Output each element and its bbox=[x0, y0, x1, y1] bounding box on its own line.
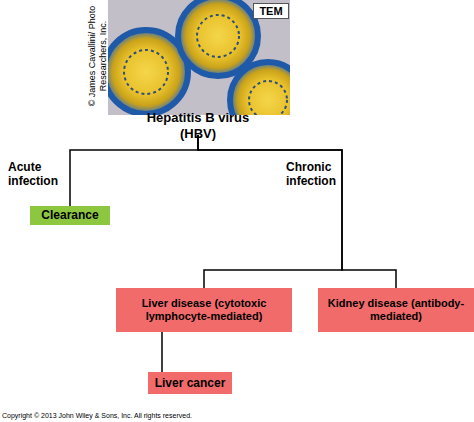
text-stack: Liver disease (cytotoxic lymphocyte-medi… bbox=[120, 297, 288, 323]
photo-credit: © James Cavallini/ Photo Researchers, In… bbox=[87, 0, 109, 112]
disease-box: Liver disease (cytotoxic lymphocyte-medi… bbox=[116, 288, 292, 332]
image-tag: TEM bbox=[253, 3, 289, 19]
copyright-note: Copyright © 2013 John Wiley & Sons, Inc.… bbox=[2, 411, 322, 420]
tree-connector bbox=[198, 135, 396, 288]
tree-connector bbox=[70, 135, 198, 206]
tree-connector bbox=[198, 135, 342, 288]
text-stack: Kidney disease (antibody-mediated) bbox=[322, 297, 470, 323]
node-text: Hepatitis B virus (HBV) bbox=[132, 110, 264, 141]
outcome-box: Clearance bbox=[30, 206, 110, 225]
node-text: Clearance bbox=[41, 208, 98, 222]
virus-caption: Hepatitis B virus (HBV) bbox=[128, 117, 268, 135]
branch-label: Acute infection bbox=[8, 160, 66, 188]
text-stack: Hepatitis B virus (HBV) bbox=[132, 110, 264, 141]
tree-connector bbox=[161, 332, 163, 372]
disease-box: Kidney disease (antibody-mediated) bbox=[318, 288, 474, 332]
cancer-box: Liver cancer bbox=[148, 372, 232, 394]
text-stack: Clearance bbox=[41, 208, 98, 222]
node-text: Liver disease (cytotoxic lymphocyte-medi… bbox=[120, 297, 288, 323]
node-text: Kidney disease (antibody-mediated) bbox=[322, 297, 470, 323]
branch-label: Chronic infection bbox=[286, 160, 340, 188]
text-stack: Liver cancer bbox=[155, 376, 226, 390]
node-text: Liver cancer bbox=[155, 376, 226, 390]
